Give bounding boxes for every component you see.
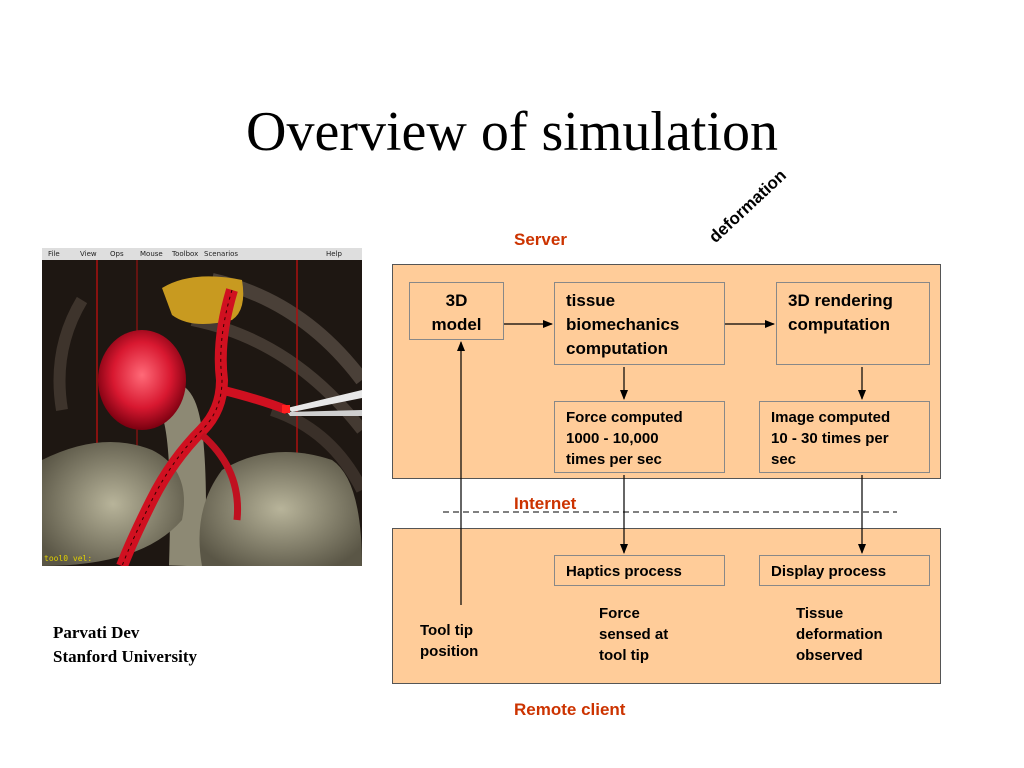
biomechanics-box-line: biomechanics bbox=[566, 315, 680, 334]
menu-toolbox[interactable]: Toolbox bbox=[172, 250, 199, 258]
anatomy-render bbox=[42, 260, 362, 566]
menu-help[interactable]: Help bbox=[326, 250, 342, 258]
credit-name: Parvati Dev bbox=[53, 623, 140, 642]
note-line: observed bbox=[796, 647, 863, 664]
note-line: Tissue bbox=[796, 605, 844, 622]
image-computed-box: Image computed 10 - 30 times per sec bbox=[759, 401, 930, 473]
image-box-line: 10 - 30 times per bbox=[771, 430, 889, 447]
tissue-deformation-note: Tissue deformation observed bbox=[796, 603, 883, 666]
model-box: 3D model bbox=[409, 282, 504, 340]
menu-ops[interactable]: Ops bbox=[110, 250, 124, 258]
server-label: Server bbox=[514, 230, 567, 249]
image-box-line: Image computed bbox=[771, 409, 891, 426]
rendering-box-line: computation bbox=[788, 315, 890, 334]
biomechanics-box-line: computation bbox=[566, 339, 668, 358]
note-line: position bbox=[420, 643, 479, 660]
client-region bbox=[392, 528, 941, 684]
note-line: deformation bbox=[796, 626, 883, 643]
display-process-box: Display process bbox=[759, 555, 930, 586]
image-box-line: sec bbox=[771, 451, 797, 468]
status-readout: tool0 vel: bbox=[44, 554, 93, 563]
model-box-line: 3D bbox=[445, 291, 468, 310]
display-box-label: Display process bbox=[771, 563, 887, 580]
haptics-process-box: Haptics process bbox=[554, 555, 725, 586]
rendering-box: 3D rendering computation bbox=[776, 282, 930, 365]
force-box-line: 1000 - 10,000 bbox=[566, 430, 659, 447]
remote-client-label: Remote client bbox=[514, 700, 626, 719]
rendering-box-line: 3D rendering bbox=[788, 291, 893, 310]
internet-label: Internet bbox=[514, 494, 577, 513]
force-computed-box: Force computed 1000 - 10,000 times per s… bbox=[554, 401, 725, 473]
menu-file[interactable]: File bbox=[48, 250, 60, 258]
menu-mouse[interactable]: Mouse bbox=[140, 250, 163, 258]
note-line: Force bbox=[599, 605, 640, 622]
slide-title: Overview of simulation bbox=[246, 101, 778, 163]
menu-scenarios[interactable]: Scenarios bbox=[204, 250, 239, 258]
simulation-screenshot: File View Ops Mouse Toolbox Scenarios He… bbox=[42, 248, 362, 566]
note-line: tool tip bbox=[599, 647, 649, 664]
force-box-line: Force computed bbox=[566, 409, 683, 426]
force-box-line: times per sec bbox=[566, 451, 662, 468]
menu-view[interactable]: View bbox=[80, 250, 97, 258]
credit-affiliation: Stanford University bbox=[53, 647, 198, 666]
note-line: Tool tip bbox=[420, 622, 474, 639]
biomechanics-box: tissue biomechanics computation bbox=[554, 282, 725, 365]
biomechanics-box-line: tissue bbox=[566, 291, 616, 310]
haptics-box-label: Haptics process bbox=[566, 563, 682, 580]
note-line: sensed at bbox=[599, 626, 669, 643]
model-box-line: model bbox=[431, 315, 482, 334]
tooltip-position-note: Tool tip position bbox=[420, 620, 478, 662]
force-sensed-note: Force sensed at tool tip bbox=[599, 603, 668, 666]
